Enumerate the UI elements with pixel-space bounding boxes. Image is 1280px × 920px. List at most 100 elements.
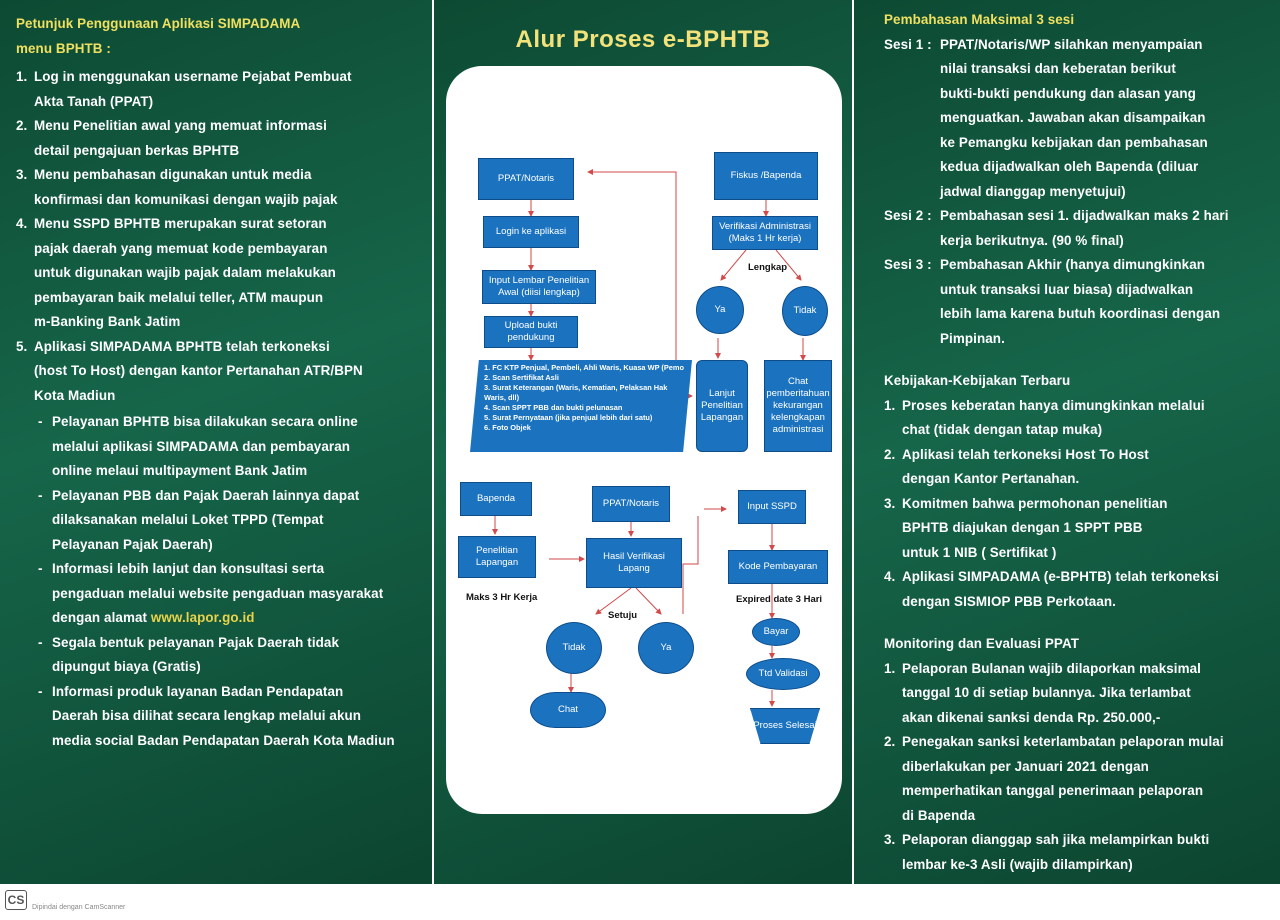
flow-input-lembar: Input Lembar Penelitian Awal (diisi leng…: [482, 270, 596, 304]
lapor-link[interactable]: www.lapor.go.id: [150, 610, 255, 625]
guide-item-number: 3.: [16, 167, 28, 182]
guide-item-text: Menu Penelitian awal yang memuat informa…: [34, 114, 327, 163]
kebijakan-item-line: Komitmen bahwa permohonan penelitian: [902, 495, 1168, 511]
session-text: PPAT/Notaris/WP silahkan menyampaian nila…: [940, 33, 1208, 205]
flow-chat-cloud: Chat: [530, 692, 606, 728]
flow-bapenda: Bapenda: [460, 482, 532, 516]
session-item: Sesi 3 :Pembahasan Akhir (hanya dimungki…: [884, 253, 1270, 351]
service-note: -Pelayanan BPHTB bisa dilakukan secara o…: [16, 410, 418, 484]
service-notes: -Pelayanan BPHTB bisa dilakukan secara o…: [16, 410, 418, 753]
monitoring-item-line: tanggal 10 di setiap bulannya. Jika terl…: [902, 685, 1191, 700]
guide-item-line: Menu Penelitian awal yang memuat informa…: [34, 118, 327, 133]
kebijakan-item: 1.Proses keberatan hanya dimungkinkan me…: [884, 394, 1270, 443]
service-note-line: Informasi produk layanan Badan Pendapata…: [52, 683, 344, 699]
monitoring-item-text: Pelaporan dianggap sah jika melampirkan …: [902, 828, 1209, 877]
flow-proses-selesai: Proses Selesai: [750, 708, 820, 744]
guide-item-number: 2.: [16, 118, 28, 133]
monitoring-item-line: memperhatikan tanggal penerimaan pelapor…: [902, 783, 1204, 798]
middle-panel: Alur Proses e-BPHTB: [434, 0, 852, 884]
flow-hasil-verifikasi: Hasil Verifikasi Lapang: [586, 538, 682, 588]
flowchart-card: PPAT/Notaris Login ke aplikasi Input Lem…: [446, 66, 842, 814]
left-panel: Petunjuk Penggunaan Aplikasi SIMPADAMA m…: [0, 0, 432, 884]
session-text: Pembahasan sesi 1. dijadwalkan maks 2 ha…: [940, 204, 1229, 253]
flow-ttd-validasi: Ttd Validasi: [746, 658, 820, 690]
monitoring-item-line: akan dikenai sanksi denda Rp. 250.000,-: [902, 709, 1161, 725]
guide-item-line: pajak daerah yang memuat kode pembayaran: [34, 240, 328, 256]
guide-item-line: Aplikasi SIMPADAMA BPHTB telah terkoneks…: [34, 338, 330, 354]
guide-item-line: Menu SSPD BPHTB merupakan surat setoran: [34, 216, 327, 231]
service-note-line: Informasi lebih lanjut dan konsultasi se…: [52, 561, 325, 576]
session-line: jadwal dianggap menyetujui): [940, 183, 1126, 199]
monitoring-item: 1.Pelaporan Bulanan wajib dilaporkan mak…: [884, 657, 1270, 731]
kebijakan-item-text: Aplikasi SIMPADAMA (e-BPHTB) telah terko…: [902, 565, 1219, 614]
service-note: -Informasi lebih lanjut dan konsultasi s…: [16, 557, 418, 631]
kebijakan-item-number: 3.: [884, 495, 896, 511]
document-item: 2. Scan Sertifikat Asli: [484, 373, 559, 382]
bullet-dash: -: [38, 683, 43, 699]
guide-heading: Petunjuk Penggunaan Aplikasi SIMPADAMA m…: [16, 16, 301, 56]
flow-login: Login ke aplikasi: [483, 216, 579, 248]
document-item: 4. Scan SPPT PBB dan bukti pelunasan: [484, 403, 623, 412]
flow-title: Alur Proses e-BPHTB: [515, 26, 771, 53]
flow-ya: Ya: [696, 286, 744, 334]
session-line: ke Pemangku kebijakan dan pembahasan: [940, 134, 1208, 150]
session-key: Sesi 1 :: [884, 36, 932, 52]
guide-item-line: konfirmasi dan komunikasi dengan wajib p…: [34, 191, 338, 207]
guide-item: 4. Menu SSPD BPHTB merupakan surat setora…: [16, 212, 418, 335]
session-key: Sesi 2 :: [884, 208, 932, 223]
bullet-dash: -: [38, 414, 43, 429]
link-prefix: dengan alamat: [52, 610, 151, 625]
monitoring-item: 3.Pelaporan dianggap sah jika melampirka…: [884, 828, 1270, 877]
service-note-line: pengaduan melalui website pengaduan masy…: [52, 585, 384, 601]
guide-item-line: Menu pembahasan digunakan untuk media: [34, 167, 312, 182]
flow-lanjut: Lanjut Penelitian Lapangan: [696, 360, 748, 452]
guide-item-line: untuk digunakan wajib pajak dalam melaku…: [34, 265, 336, 280]
service-note-line: Pelayanan Pajak Daerah): [52, 536, 213, 552]
session-list: Sesi 1 : PPAT/Notaris/WP silahkan menyamp…: [884, 33, 1270, 352]
service-note: -Informasi produk layanan Badan Pendapat…: [16, 680, 418, 754]
session-item: Sesi 2 : Pembahasan sesi 1. dijadwalkan m…: [884, 204, 1270, 253]
session-line: Pembahasan Akhir (hanya dimungkinkan: [940, 257, 1206, 272]
service-note-text: Informasi produk layanan Badan Pendapata…: [52, 680, 395, 754]
document-item: Waris, dll): [484, 393, 520, 402]
kebijakan-item-number: 2.: [884, 446, 896, 462]
guide-item-line: (host To Host) dengan kantor Pertanahan …: [34, 363, 363, 378]
monitoring-item: 2.Penegakan sanksi keterlambatan pelapor…: [884, 730, 1270, 828]
kebijakan-item-line: BPHTB diajukan dengan 1 SPPT PBB: [902, 520, 1143, 535]
flow-verifikasi: Verifikasi Administrasi (Maks 1 Hr kerja…: [712, 216, 818, 250]
session-line: Pembahasan sesi 1. dijadwalkan maks 2 ha…: [940, 208, 1229, 223]
monitoring-item-text: Penegakan sanksi keterlambatan pelaporan…: [902, 730, 1224, 828]
flow-tidak: Tidak: [782, 286, 828, 336]
flow-chat-pemberitahuan: Chat pemberitahuan kekurangan kelengkapa…: [764, 360, 832, 452]
right-panel: Pembahasan Maksimal 3 sesi Sesi 1 :PPAT/…: [854, 0, 1280, 884]
service-note-line: dilaksanakan melalui Loket TPPD (Tempat: [52, 512, 324, 527]
flow-input-sspd: Input SSPD: [738, 490, 806, 524]
guide-item-number: 4.: [16, 216, 28, 231]
service-note-text: Informasi lebih lanjut dan konsultasi se…: [52, 557, 383, 631]
service-note-line: Segala bentuk pelayanan Pajak Daerah tid…: [52, 634, 340, 650]
monitoring-title: Monitoring dan Evaluasi PPAT: [884, 636, 1079, 651]
kebijakan-item-number: 4.: [884, 569, 896, 584]
kebijakan-item-line: Proses keberatan hanya dimungkinkan mela…: [902, 397, 1205, 413]
flow-kode-pembayaran: Kode Pembayaran: [728, 550, 828, 584]
camscanner-logo: CS: [5, 890, 27, 910]
guide-item-line: pembayaran baik melalui teller, ATM maup…: [34, 289, 324, 305]
service-note-line: Pelayanan PBB dan Pajak Daerah lainnya d…: [52, 487, 360, 503]
guide-item-line: Log in menggunakan username Pejabat Pemb…: [34, 69, 352, 84]
flow-upload: Upload bukti pendukung: [484, 316, 578, 348]
session-line: nilai transaksi dan keberatan berikut: [940, 61, 1176, 76]
kebijakan-item-line: Aplikasi telah terkoneksi Host To Host: [902, 446, 1149, 462]
flow-bayar: Bayar: [752, 618, 800, 646]
service-note-line: media social Badan Pendapatan Daerah Kot…: [52, 732, 395, 748]
guide-item-text: Aplikasi SIMPADAMA BPHTB telah terkoneks…: [34, 335, 363, 409]
document-item: 3. Surat Keterangan (Waris, Kematian, Pe…: [484, 383, 668, 392]
monitoring-item-line: diberlakukan per Januari 2021 dengan: [902, 758, 1149, 774]
service-note-line: online melaui multipayment Bank Jatim: [52, 463, 308, 478]
flow-label-lengkap: Lengkap: [748, 262, 788, 273]
session-line: PPAT/Notaris/WP silahkan menyampaian: [940, 36, 1203, 52]
document-item: 1. FC KTP Penjual, Pembeli, Ahli Waris, …: [484, 363, 684, 372]
